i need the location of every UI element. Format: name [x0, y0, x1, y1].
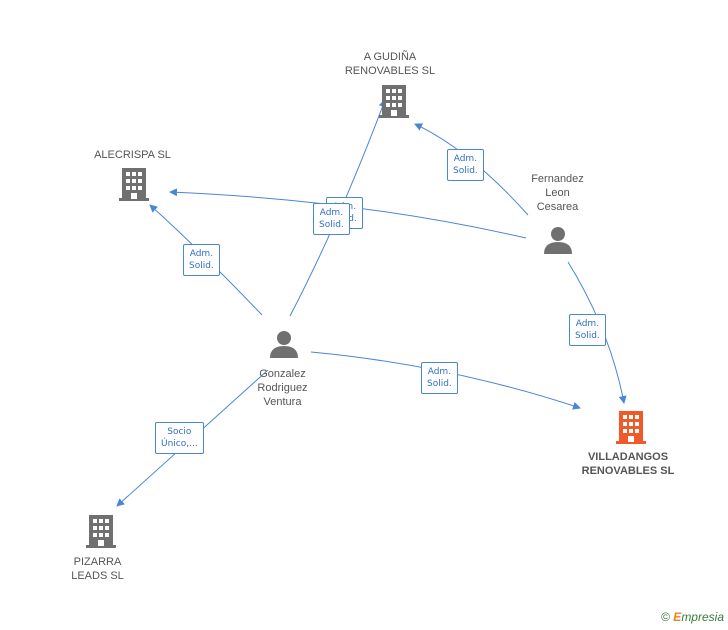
empresia-logo-e: E	[673, 610, 682, 624]
edge-label-gonzalez-gudina: Adm. Solid.	[313, 203, 350, 235]
node-label-gonzalez[interactable]: Gonzalez Rodriguez Ventura	[257, 368, 308, 408]
building-icon-a-gudina[interactable]	[379, 85, 409, 118]
edge-label-gonzalez-pizarra: Socio Único,...	[155, 422, 204, 454]
building-icon-pizarra[interactable]	[86, 515, 116, 548]
edge-label-fernandez-villadangos: Adm. Solid.	[569, 314, 606, 346]
person-icon-gonzalez[interactable]	[270, 331, 298, 358]
footer-brand: © Empresia	[661, 610, 724, 624]
building-icon-villadangos[interactable]	[616, 411, 646, 444]
node-label-pizarra[interactable]: PIZARRA LEADS SL	[71, 556, 124, 582]
node-label-alecrispa[interactable]: ALECRISPA SL	[94, 149, 171, 161]
copyright-symbol: ©	[661, 610, 670, 624]
building-icon-alecrispa[interactable]	[119, 168, 149, 201]
node-label-fernandez[interactable]: Fernandez Leon Cesarea	[531, 173, 584, 213]
node-label-a-gudina[interactable]: A GUDIÑA RENOVABLES SL	[344, 51, 436, 77]
empresia-logo-text: mpresia	[681, 610, 724, 624]
node-label-villadangos[interactable]: VILLADANGOS RENOVABLES SL	[581, 451, 675, 477]
person-icon-fernandez[interactable]	[544, 227, 572, 254]
edge-label-gonzalez-villadangos: Adm. Solid.	[421, 362, 458, 394]
edge-label-gonzalez-alecrispa: Adm. Solid.	[183, 244, 220, 276]
edge-label-fernandez-gudina: Adm. Solid.	[447, 149, 484, 181]
